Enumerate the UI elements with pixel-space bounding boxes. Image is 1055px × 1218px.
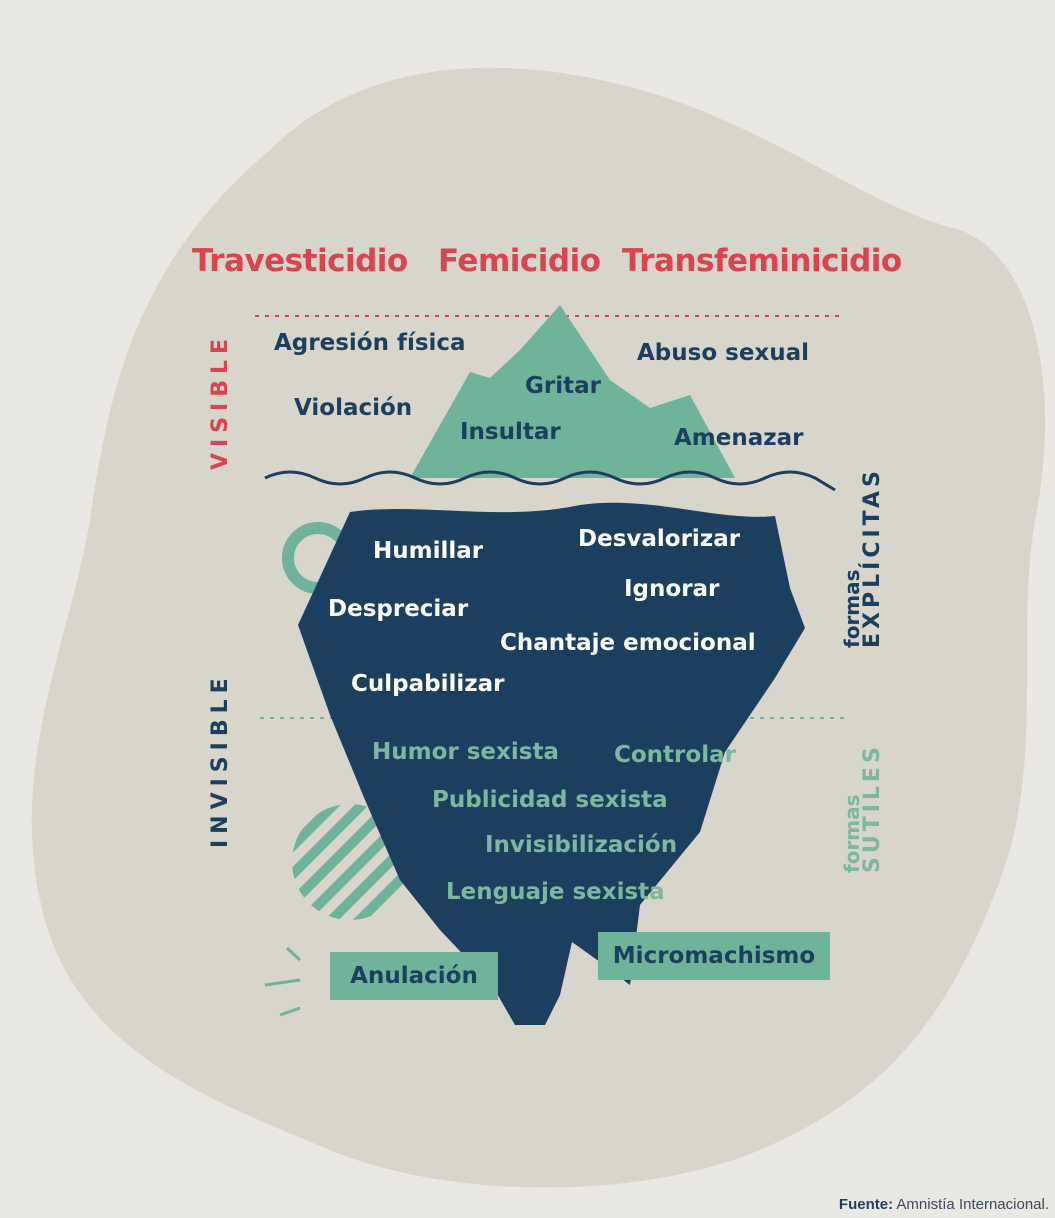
iceberg-tip — [410, 305, 735, 478]
item-abuso-sexual: Abuso sexual — [637, 340, 810, 366]
source-caption: Fuente: Amnistía Internacional. — [839, 1196, 1049, 1213]
item-controlar: Controlar — [614, 742, 736, 768]
item-despreciar: Despreciar — [328, 596, 469, 622]
formas-sutiles-big: SUTILES — [860, 743, 885, 873]
item-amenazar: Amenazar — [674, 425, 804, 451]
item-humillar: Humillar — [373, 538, 484, 564]
box-anulacion: Anulación — [330, 952, 498, 1000]
formas-sutiles-small: formas — [840, 794, 864, 873]
item-invisibilizacion: Invisibilización — [485, 832, 678, 858]
spark-line — [279, 1006, 301, 1017]
top-label-travesticidio: Travesticidio — [192, 243, 408, 279]
item-ignorar: Ignorar — [624, 576, 720, 602]
formas-sutiles-label: formas SUTILES — [840, 743, 885, 873]
waterline — [264, 470, 836, 492]
invisible-side-label: INVISIBLE — [208, 672, 233, 848]
formas-explicitas-small: formas — [840, 569, 864, 648]
box-micromachismo: Micromachismo — [598, 932, 830, 980]
source-prefix: Fuente: — [838, 1196, 894, 1213]
item-desvalorizar: Desvalorizar — [578, 526, 741, 552]
iceberg-body — [298, 502, 805, 1025]
item-gritar: Gritar — [525, 373, 601, 399]
item-humor-sexista: Humor sexista — [372, 739, 559, 765]
item-insultar: Insultar — [460, 419, 561, 445]
item-violacion: Violación — [294, 395, 413, 421]
item-chantaje-emocional: Chantaje emocional — [500, 630, 756, 656]
top-label-transfeminicidio: Transfeminicidio — [622, 243, 902, 279]
formas-explicitas-big: EXPLÍCITAS — [860, 467, 885, 648]
spark-line — [264, 978, 301, 987]
item-agresion-fisica: Agresión física — [274, 330, 466, 356]
top-label-femicidio: Femicidio — [438, 243, 601, 279]
item-lenguaje-sexista: Lenguaje sexista — [446, 879, 665, 905]
item-publicidad-sexista: Publicidad sexista — [432, 787, 668, 813]
item-culpabilizar: Culpabilizar — [351, 671, 505, 697]
formas-explicitas-label: formas EXPLÍCITAS — [840, 467, 885, 648]
spark-line — [285, 946, 302, 962]
source-text: Amnistía Internacional. — [896, 1196, 1049, 1213]
striped-decoration — [292, 804, 408, 920]
visible-side-label: VISIBLE — [208, 332, 233, 470]
